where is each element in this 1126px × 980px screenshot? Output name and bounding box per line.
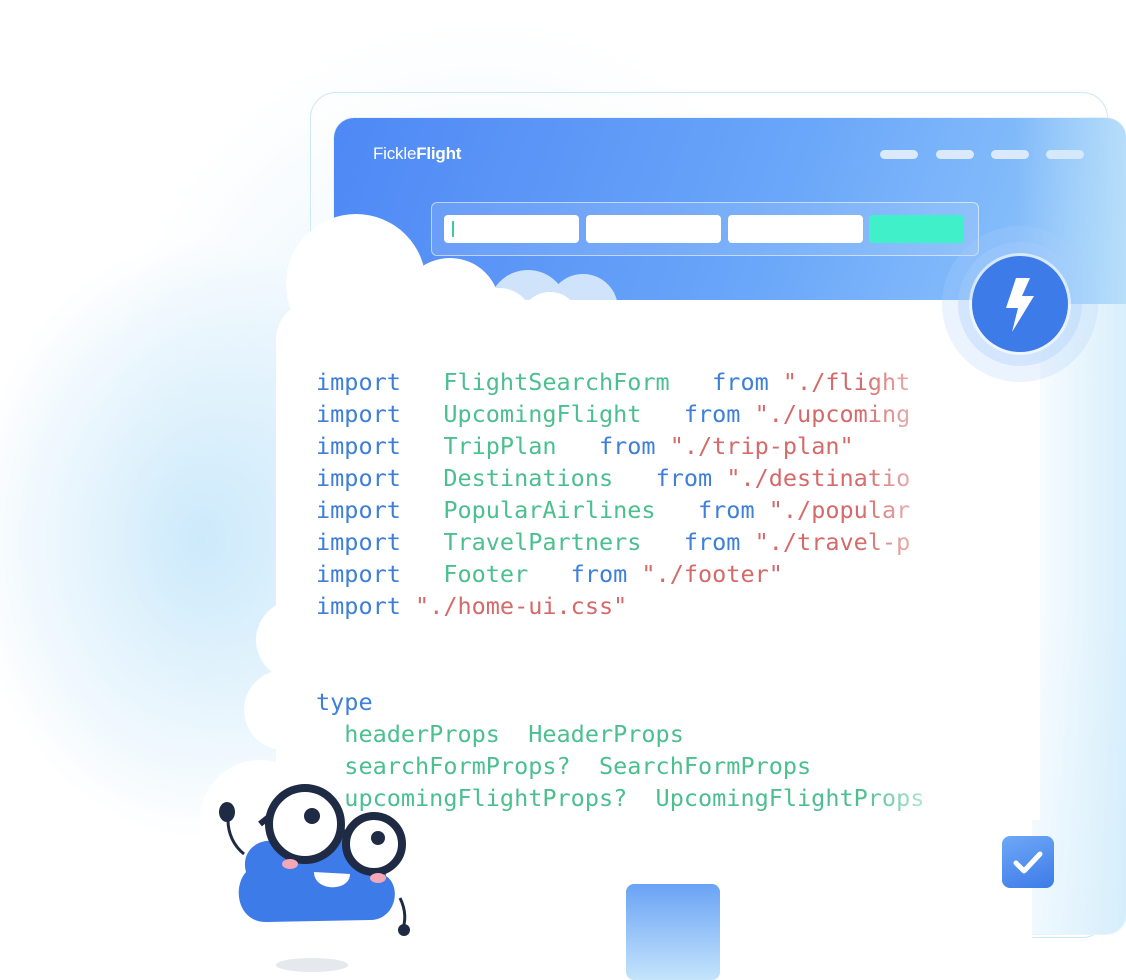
search-button[interactable] [869,215,964,243]
code-token: FlightSearchForm [400,368,713,396]
code-token: TravelPartners [400,528,684,556]
code-token: Footer [400,560,571,588]
nav-item-1[interactable] [880,150,918,159]
code-token: PopularAirlines [400,496,699,524]
code-line: import UpcomingFlight from "./upcoming [316,398,924,430]
brand-name-bold: Flight [416,144,462,163]
code-line: searchFormProps? SearchFormProps [316,750,924,782]
code-token: "./home-ui.css" [415,592,628,620]
code-token: import [316,560,401,588]
code-token: TripPlan [400,432,599,460]
code-token: Destinations [400,464,656,492]
cloud-mascot-illustration [219,784,410,936]
code-token: import [316,368,401,396]
code-token: from [655,464,727,492]
mascot-shadow [276,958,348,972]
lightning-bolt-glyph [1006,278,1034,332]
code-line: import Footer from "./footer" [316,558,924,590]
code-token: import [316,528,401,556]
code-token: import [316,592,416,620]
brand-logo[interactable]: FickleFlight [373,144,461,164]
search-field-from[interactable] [444,215,579,243]
code-token: from [683,528,755,556]
code-token: from [598,432,670,460]
checkmark-glyph [1013,851,1043,874]
code-token: UpcomingFlight [400,400,684,428]
code-line: import "./home-ui.css" [316,590,924,622]
code-token: from [712,368,783,396]
code-fade-overlay [860,360,1040,820]
code-token: import [316,400,401,428]
lightning-bolt-icon[interactable] [972,256,1068,352]
code-token: import [316,432,401,460]
code-token: import [316,496,401,524]
brand-name-regular: Fickle [373,144,417,163]
text-caret [452,221,454,237]
code-line [316,622,924,654]
checkmark-icon[interactable] [1002,836,1054,888]
code-line: import Destinations from "./destinatio [316,462,924,494]
decorative-tile [626,884,720,980]
search-field-to[interactable] [586,215,721,243]
code-token: "./footer" [641,560,783,588]
code-line: type [316,686,924,718]
code-line: import FlightSearchForm from "./flight [316,366,924,398]
code-line [316,654,924,686]
nav-item-3[interactable] [991,150,1029,159]
flight-search-form [431,202,979,256]
search-field-date[interactable] [728,215,863,243]
code-token: searchFormProps? SearchFormProps [316,752,812,780]
code-token: headerProps HeaderProps [316,720,684,748]
code-line: import TravelPartners from "./travel-p [316,526,924,558]
code-token: type [316,688,373,716]
nav-item-2[interactable] [936,150,974,159]
code-token: from [683,400,755,428]
code-token: import [316,464,401,492]
code-line: import TripPlan from "./trip-plan" [316,430,924,462]
code-line: headerProps HeaderProps [316,718,924,750]
code-line: import PopularAirlines from "./popular [316,494,924,526]
code-token: from [698,496,769,524]
code-token: "./trip-plan" [669,432,854,460]
code-token: from [570,560,642,588]
